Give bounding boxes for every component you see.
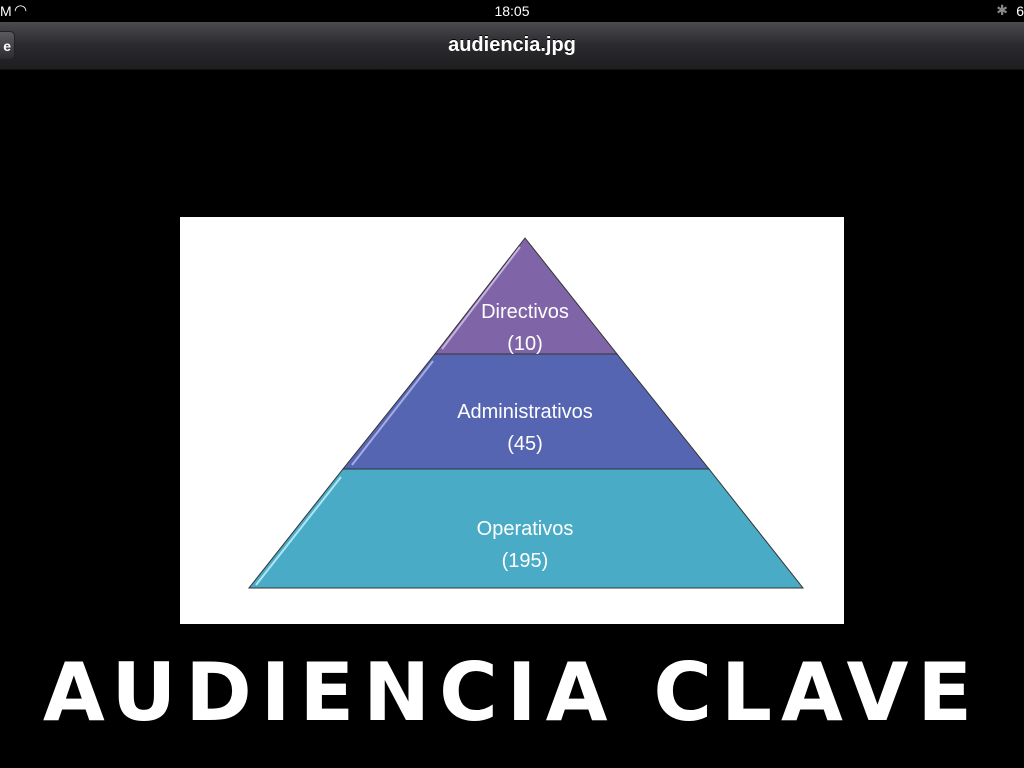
wifi-icon: ◠ — [14, 2, 28, 19]
back-button[interactable]: e — [0, 31, 15, 60]
tier-count-administrativos: (45) — [507, 433, 543, 455]
tier-label-directivos: Directivos — [481, 301, 569, 323]
tier-label-operativos: Operativos — [477, 518, 574, 540]
bluetooth-icon: ✱ — [996, 2, 1008, 18]
caption-heading: AUDIENCIA CLAVE — [42, 646, 982, 739]
image-view: Directivos (10) Administrativos (45) Ope… — [180, 217, 844, 624]
battery-label: 6 — [1016, 3, 1024, 19]
carrier-label: M — [0, 3, 12, 19]
page-title: audiencia.jpg — [448, 34, 576, 56]
tier-count-directivos: (10) — [507, 333, 543, 355]
navigation-bar: e audiencia.jpg — [0, 22, 1024, 70]
tier-count-operativos: (195) — [502, 550, 549, 572]
pyramid-tier-operativos — [247, 468, 805, 589]
tier-label-administrativos: Administrativos — [457, 401, 593, 423]
status-bar: M ◠ 18:05 ✱ 6 — [0, 0, 1024, 22]
pyramid-diagram: Directivos (10) Administrativos (45) Ope… — [247, 237, 805, 589]
clock: 18:05 — [494, 3, 530, 19]
